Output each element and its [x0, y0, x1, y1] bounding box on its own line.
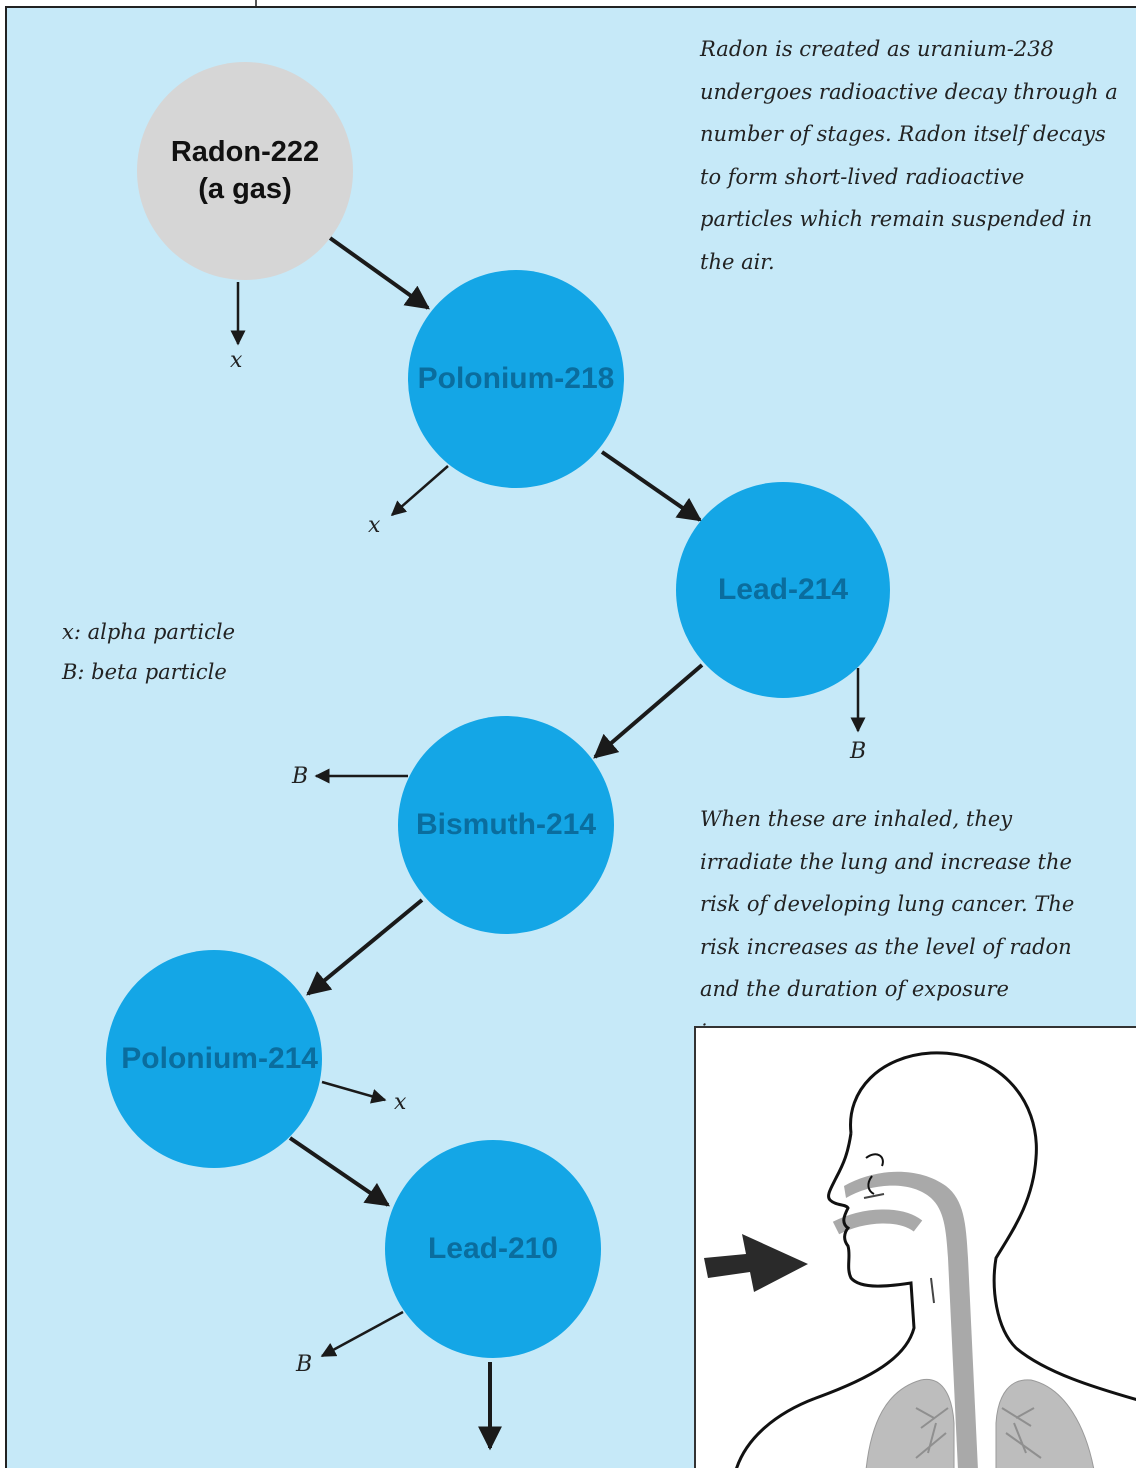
- head-and-lungs-illustration: [696, 1028, 1136, 1468]
- risk-text: When these are inhaled, they irradiate t…: [700, 798, 1100, 1053]
- alpha-label-polonium218: x: [368, 513, 380, 538]
- node-radon-222-state: (a gas): [171, 171, 319, 208]
- head-outline-icon: [851, 1053, 1136, 1400]
- legend-beta: B: beta particle: [62, 652, 235, 692]
- node-bismuth-214: Bismuth-214: [398, 716, 614, 934]
- arrow-polonium218-to-lead214: [602, 452, 700, 520]
- arrow-lead214-to-bismuth214: [595, 665, 702, 757]
- alpha-label-radon: x: [230, 348, 242, 373]
- node-radon-222: Radon-222 (a gas): [137, 62, 353, 280]
- arrow-bismuth214-to-polonium214: [308, 900, 422, 994]
- inhalation-illustration: [694, 1026, 1136, 1468]
- lungs-icon: [866, 1379, 1094, 1468]
- legend: x: alpha particle B: beta particle: [62, 612, 235, 692]
- beta-label-lead210: B: [296, 1352, 312, 1377]
- node-polonium-214: Polonium-214: [106, 950, 322, 1168]
- alpha-label-polonium214: x: [394, 1090, 406, 1115]
- node-lead-210: Lead-210: [385, 1140, 601, 1358]
- node-polonium-218: Polonium-218: [408, 270, 624, 488]
- legend-alpha: x: alpha particle: [62, 612, 235, 652]
- arrow-radon-to-polonium218: [330, 238, 428, 308]
- arrow-polonium214-to-lead210: [290, 1138, 388, 1205]
- node-lead-214: Lead-214: [676, 482, 890, 698]
- alpha-emission-polonium218: [392, 466, 448, 515]
- beta-label-lead214: B: [850, 739, 866, 764]
- node-radon-222-name: Radon-222: [171, 134, 319, 171]
- alpha-emission-polonium214: [322, 1082, 385, 1100]
- beta-emission-lead210: [322, 1312, 403, 1356]
- beta-label-bismuth214: B: [292, 764, 308, 789]
- inhale-arrow-icon: [704, 1234, 808, 1292]
- intro-text: Radon is created as uranium-238 undergoe…: [700, 28, 1120, 283]
